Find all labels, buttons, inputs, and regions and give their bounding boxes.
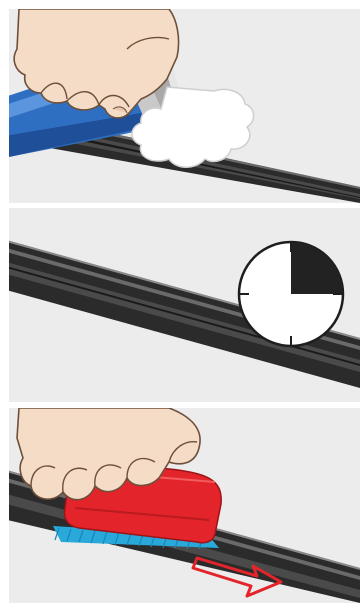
panel-brush: [9, 408, 360, 603]
panel-wait-timer: [9, 208, 360, 402]
spray-illustration: [9, 9, 360, 203]
timer-clock-icon: [239, 242, 343, 346]
timer-elapsed-wedge: [291, 242, 343, 294]
brush-illustration: [9, 408, 360, 603]
wait-illustration: [9, 208, 360, 402]
panel-apply-spray: [9, 9, 360, 203]
